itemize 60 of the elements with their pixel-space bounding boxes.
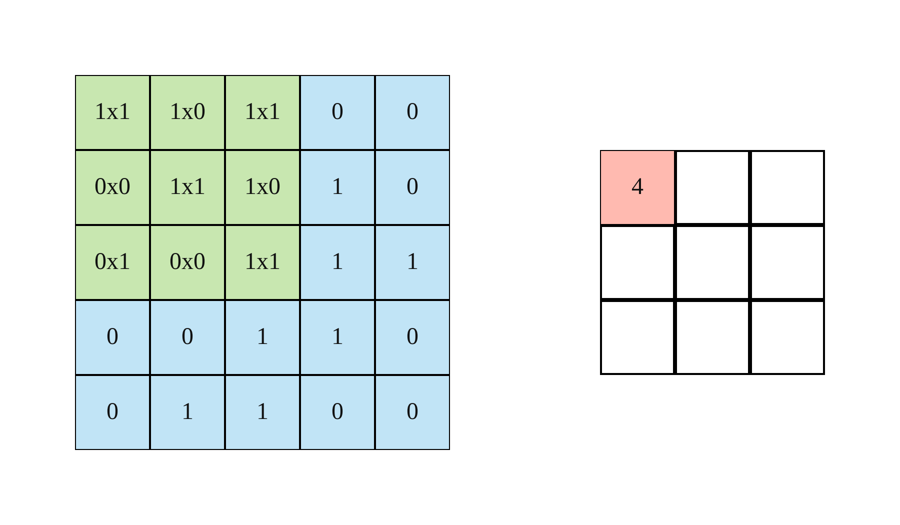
grid-cell [225, 150, 300, 225]
grid-cell [75, 300, 150, 375]
grid-cell [75, 150, 150, 225]
grid-cell [750, 300, 825, 375]
grid-cell [300, 375, 375, 450]
grid-cell [675, 300, 750, 375]
cell-value: 4 [632, 174, 644, 201]
cell-value: 0x0 [170, 249, 206, 276]
grid-cell [375, 375, 450, 450]
cell-value: 0 [106, 399, 118, 426]
grid-cell [225, 300, 300, 375]
grid-cell [150, 375, 225, 450]
grid-cell [375, 75, 450, 150]
grid-cell [750, 225, 825, 300]
cell-value: 1 [256, 324, 268, 351]
grid-cell [300, 225, 375, 300]
cell-value: 1 [406, 249, 418, 276]
grid-cell [225, 225, 300, 300]
grid-cell [375, 150, 450, 225]
grid-cell [750, 150, 825, 225]
cell-value: 0 [332, 399, 344, 426]
cell-value: 0 [182, 324, 194, 351]
cell-value: 1x1 [170, 174, 206, 201]
cell-value: 0 [406, 174, 418, 201]
grid-cell [675, 150, 750, 225]
cell-value: 0 [406, 324, 418, 351]
cell-value: 1x0 [170, 99, 206, 126]
grid-cell [75, 375, 150, 450]
cell-value: 0 [106, 324, 118, 351]
grid-cell [150, 225, 225, 300]
grid-cell [150, 300, 225, 375]
cell-value: 1 [332, 324, 344, 351]
cell-value: 1 [332, 249, 344, 276]
grid-cell [375, 300, 450, 375]
grid-cell [75, 225, 150, 300]
cell-value: 0 [332, 99, 344, 126]
grid-cell [75, 75, 150, 150]
cell-value: 1 [256, 399, 268, 426]
grid-cell [600, 225, 675, 300]
grid-cell [225, 375, 300, 450]
grid-cell [300, 300, 375, 375]
cell-value: 1x1 [94, 99, 130, 126]
grid-cell [300, 75, 375, 150]
grid-cell [600, 150, 675, 225]
cell-value: 1x0 [244, 174, 280, 201]
cell-value: 1 [332, 174, 344, 201]
cell-value: 1x1 [244, 249, 280, 276]
cell-value: 0 [406, 99, 418, 126]
grid-cell [675, 225, 750, 300]
grid-cell [600, 300, 675, 375]
cell-value: 1 [182, 399, 194, 426]
cell-value: 0x0 [94, 174, 130, 201]
grid-cell [300, 150, 375, 225]
grid-cell [375, 225, 450, 300]
grid-cell [225, 75, 300, 150]
cell-value: 0x1 [94, 249, 130, 276]
cell-value: 1x1 [244, 99, 280, 126]
grid-cell [150, 75, 225, 150]
cell-value: 0 [406, 399, 418, 426]
grid-cell [150, 150, 225, 225]
